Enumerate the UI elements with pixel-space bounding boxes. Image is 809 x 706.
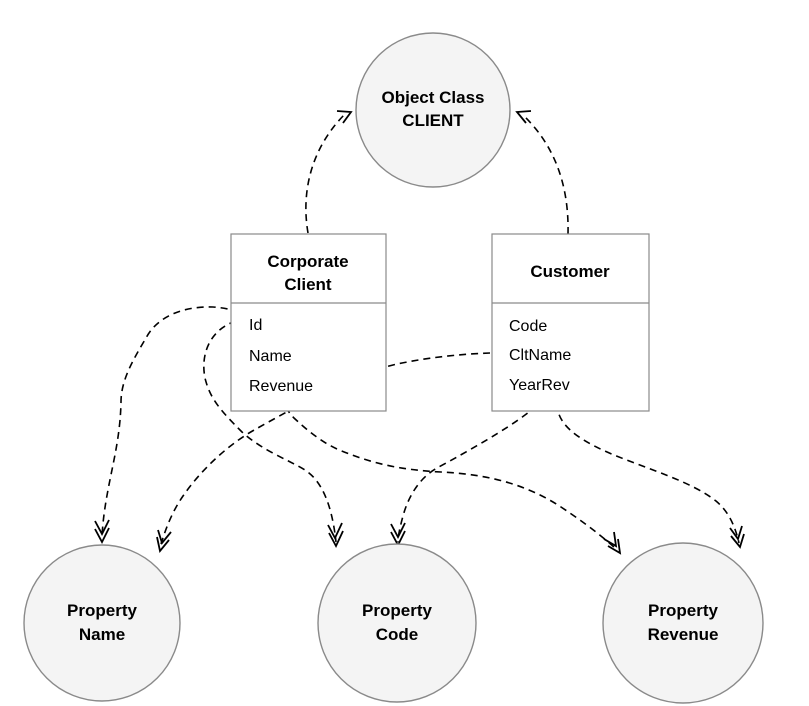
object-class-label-line1: Object Class (382, 88, 485, 107)
customer-table: Customer Code CltName YearRev (491, 233, 650, 412)
corporate-client-box (230, 233, 387, 412)
edge-code-to-property-code (397, 336, 557, 543)
arrowhead-id-to-property-code (327, 522, 344, 549)
arrowhead-cltname-to-property-name (156, 529, 172, 554)
object-class-node: Object Class CLIENT (355, 32, 511, 188)
corporate-client-title-line1: Corporate (267, 252, 348, 271)
property-revenue-label-line1: Property (648, 601, 718, 620)
edge-yearrev-to-property-revenue (556, 392, 740, 544)
property-name-node: Property Name (23, 544, 181, 702)
property-revenue-node: Property Revenue (602, 542, 764, 704)
edge-id-to-property-code (203, 320, 337, 543)
customer-field-code: Code (509, 318, 547, 335)
edge-cltname-to-property-name (160, 352, 491, 545)
property-code-label-line2: Code (376, 625, 419, 644)
customer-title: Customer (530, 262, 610, 281)
customer-field-yearrev: YearRev (509, 377, 570, 394)
edges-layer (94, 110, 745, 555)
object-class-circle (355, 32, 511, 188)
customer-field-cltname: CltName (509, 347, 571, 364)
edge-customer-to-object-class (523, 115, 569, 235)
property-code-label-line1: Property (362, 601, 432, 620)
edge-revenue-to-property-revenue (280, 395, 617, 550)
arrowhead-yearrev-to-property-revenue (729, 525, 745, 549)
customer-box (491, 233, 650, 412)
property-code-circle (317, 543, 477, 703)
edge-corporate-client-to-object-class (305, 114, 345, 234)
property-name-label-line2: Name (79, 625, 125, 644)
property-code-node: Property Code (317, 543, 477, 703)
property-revenue-label-line2: Revenue (648, 625, 719, 644)
arrowhead-revenue-to-property-revenue (603, 531, 622, 555)
corporate-client-title-line2: Client (284, 275, 332, 294)
arrowhead-customer-to-object-class (515, 110, 532, 124)
arrowhead-name-to-property-name (94, 519, 110, 544)
corporate-client-field-revenue: Revenue (249, 378, 313, 395)
property-name-label-line1: Property (67, 601, 137, 620)
corporate-client-field-name: Name (249, 348, 292, 365)
object-class-label-line2: CLIENT (402, 111, 464, 130)
corporate-client-table: Corporate Client Id Name Revenue (230, 233, 387, 412)
corporate-client-field-id: Id (249, 317, 262, 334)
property-name-circle (23, 544, 181, 702)
arrowhead-corporate-client-to-object-class (336, 110, 353, 124)
property-revenue-circle (602, 542, 764, 704)
